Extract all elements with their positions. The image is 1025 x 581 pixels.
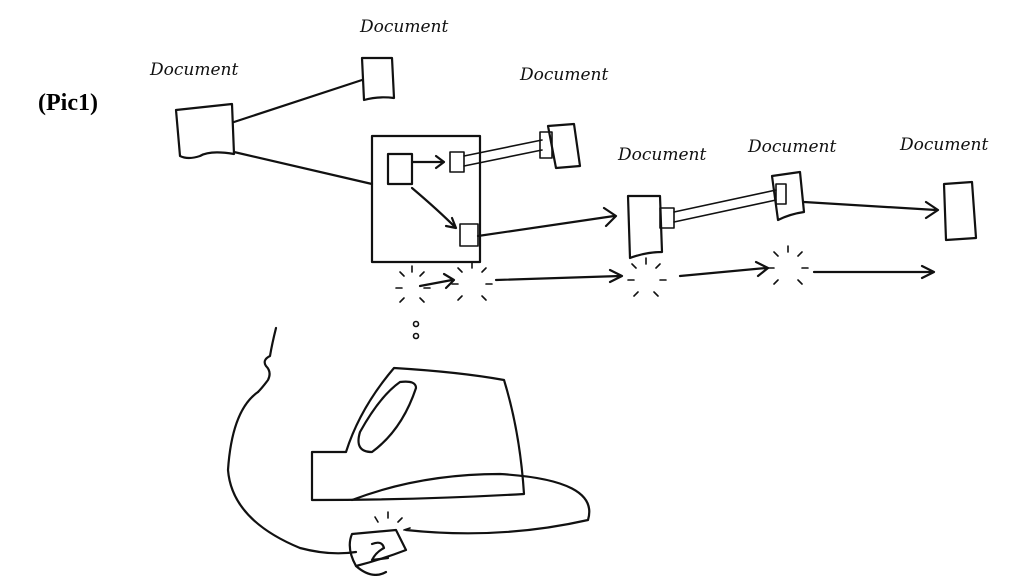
link-arrow-to-far-right-document [802,200,940,220]
anchor-arrow-down [410,186,458,230]
document-shape-left [174,102,236,160]
document-shape-top [360,56,396,102]
link-box-middle [659,207,675,229]
click-spark-1 [395,265,431,303]
double-link-line-b [463,149,543,167]
mouse-device [348,528,408,568]
document-caption-4: Document [617,145,706,165]
anchor-box [386,152,414,186]
spark-arrow-3 [678,260,770,278]
click-spark-2 [451,261,493,301]
mouse-cable-end [354,564,388,577]
gaze-dot-2 [412,332,420,340]
click-spark-4 [767,245,809,285]
click-spark-3 [627,257,667,297]
mouse-button-glyph [370,541,390,562]
link-arrow-to-middle-document [476,206,618,238]
link-line-left-to-page [232,150,374,186]
spark-arrow-2 [494,268,624,284]
anchor-arrow-right [410,154,446,170]
link-box-lower [459,223,479,247]
computer-monitor [310,366,526,502]
user-face-profile [256,326,278,394]
double-link-line-a [463,139,543,157]
double-link-line-d [673,199,777,223]
link-box-upper [449,151,465,173]
document-caption-3: Document [519,65,608,85]
monitor-screen [357,380,418,454]
figure-label: (Pic1) [38,90,98,116]
spark-arrow-1 [418,272,456,290]
cable-loop [226,390,358,555]
document-caption-5: Document [747,137,836,157]
link-box-right [775,183,787,205]
document-shape-far-right [942,180,978,242]
gaze-dot-1 [412,320,420,328]
document-shape-middle [626,194,664,260]
document-shape-upper-right [546,122,582,170]
mouse-click-spark [374,511,411,531]
document-caption-6: Document [899,135,988,155]
spark-arrow-4 [812,264,936,280]
document-shape-right-small [770,170,806,222]
double-link-line-c [673,189,777,213]
document-caption-1: Document [149,60,238,80]
link-line-left-to-top [232,78,364,124]
document-shape-center-page [370,134,482,264]
document-caption-2: Document [359,17,448,37]
monitor-base [350,472,591,535]
